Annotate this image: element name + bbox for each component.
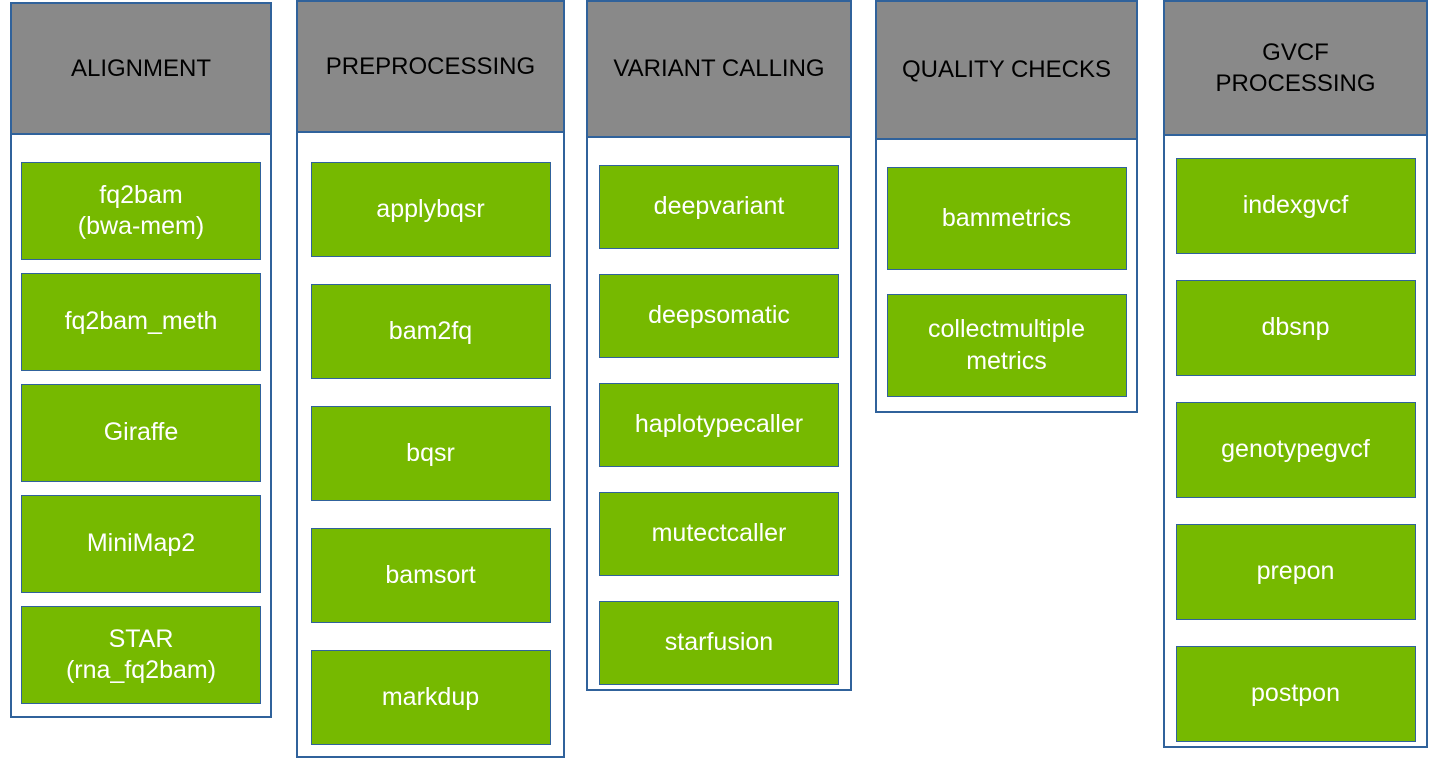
tool-bqsr: bqsr [310,406,551,501]
column-header-variant-calling: VARIANT CALLING [588,2,850,138]
column-alignment: ALIGNMENT fq2bam (bwa-mem) fq2bam_meth G… [10,2,272,718]
column-preprocessing: PREPROCESSING applybqsr bam2fq bqsr bams… [296,0,565,758]
tool-postpon: postpon [1175,646,1416,742]
column-header-alignment: ALIGNMENT [12,4,270,135]
tool-bamsort: bamsort [310,528,551,623]
tool-dbsnp: dbsnp [1175,280,1416,376]
tool-fq2bam-meth: fq2bam_meth [21,273,261,371]
column-header-preprocessing: PREPROCESSING [298,2,563,133]
tool-bammetrics: bammetrics [886,167,1127,270]
tool-bam2fq: bam2fq [310,284,551,379]
tool-star-rna-fq2bam: STAR (rna_fq2bam) [21,606,261,704]
column-header-quality-checks: QUALITY CHECKS [877,2,1136,140]
tool-prepon: prepon [1175,524,1416,620]
tool-deepvariant: deepvariant [599,165,839,249]
column-gvcf-processing: GVCF PROCESSING indexgvcf dbsnp genotype… [1163,0,1428,748]
tool-haplotypecaller: haplotypecaller [599,383,839,467]
tool-starfusion: starfusion [599,601,839,685]
tool-collectmultiplemetrics: collectmultiple metrics [886,294,1127,397]
tool-applybqsr: applybqsr [310,162,551,257]
column-variant-calling: VARIANT CALLING deepvariant deepsomatic … [586,0,852,691]
tool-genotypegvcf: genotypegvcf [1175,402,1416,498]
tool-fq2bam-bwa-mem: fq2bam (bwa-mem) [21,162,261,260]
tool-markdup: markdup [310,650,551,745]
tool-mutectcaller: mutectcaller [599,492,839,576]
tool-giraffe: Giraffe [21,384,261,482]
tool-indexgvcf: indexgvcf [1175,158,1416,254]
column-header-gvcf-processing: GVCF PROCESSING [1165,2,1426,136]
tool-minimap2: MiniMap2 [21,495,261,593]
column-quality-checks: QUALITY CHECKS bammetrics collectmultipl… [875,0,1138,413]
tool-deepsomatic: deepsomatic [599,274,839,358]
